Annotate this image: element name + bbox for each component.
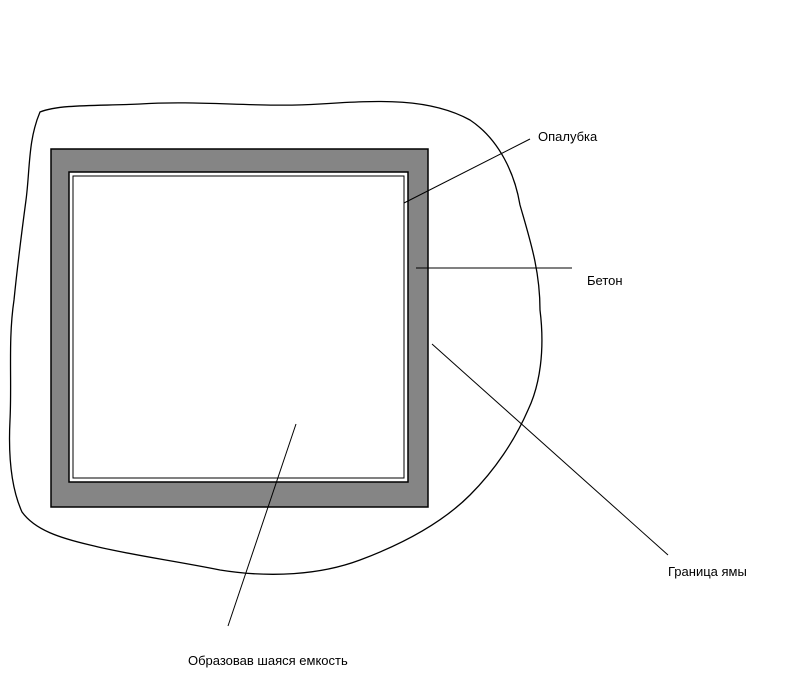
formwork-label: Опалубка [538, 129, 598, 144]
concrete-label: Бетон [587, 273, 623, 288]
container-leader-line [227, 423, 297, 627]
pit-boundary-label: Граница ямы [668, 564, 747, 579]
formwork-leader-line [403, 138, 531, 204]
formed-container-label: Образовав шаяся емкость [188, 653, 348, 668]
pit-boundary-outline [8, 100, 543, 575]
pit-boundary-leader-line [431, 343, 669, 556]
formwork-inner [72, 175, 405, 479]
